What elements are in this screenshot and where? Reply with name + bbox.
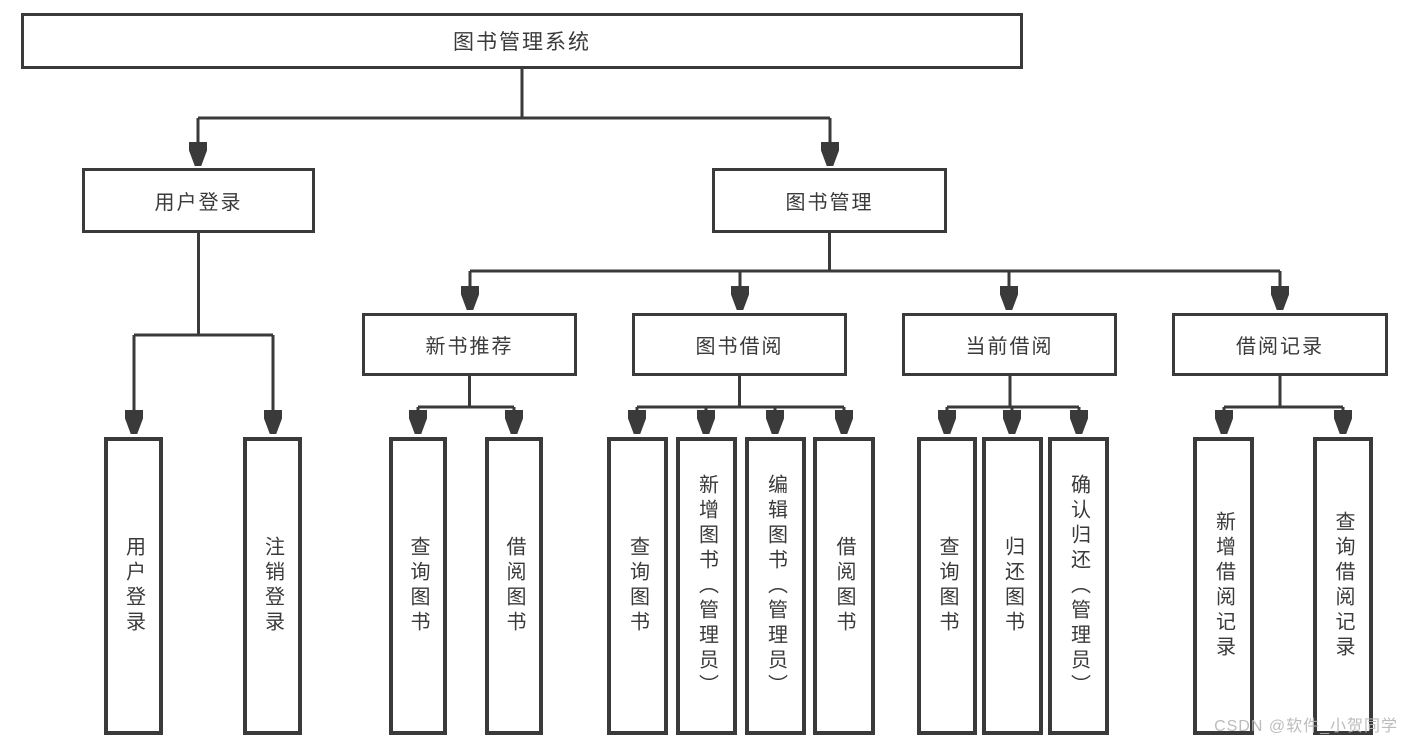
node-borrow-books-recommend: 借阅图书: [485, 437, 543, 735]
node-current-borrowing: 当前借阅: [902, 313, 1117, 376]
edge-root-children: [198, 69, 830, 166]
node-query-books-recommend: 查询图书: [389, 437, 447, 735]
node-label: 查询图书: [936, 536, 958, 636]
node-label: 新书推荐: [425, 336, 514, 358]
node-query-borrow-record: 查询借阅记录: [1313, 437, 1373, 735]
node-return-books: 归还图书: [982, 437, 1043, 735]
edge-book-management-children: [470, 233, 1280, 310]
node-confirm-return-admin: 确认归还（管理员）: [1048, 437, 1109, 735]
edge-borrowing-records-children: [1224, 376, 1343, 434]
edge-current-borrowing-children: [947, 376, 1079, 434]
node-label: 借阅图书: [833, 536, 855, 636]
node-label: 注销登录: [261, 536, 284, 636]
edge-new-book-recommend-children: [418, 376, 514, 434]
node-query-books-current: 查询图书: [917, 437, 977, 735]
node-add-borrow-record: 新增借阅记录: [1193, 437, 1254, 735]
node-label: 用户登录: [122, 536, 145, 636]
node-user-login-group: 用户登录: [82, 168, 315, 233]
node-label: 查询图书: [407, 536, 429, 636]
node-label: 查询借阅记录: [1332, 511, 1354, 661]
node-borrow-books: 借阅图书: [813, 437, 875, 735]
node-label: 新增借阅记录: [1212, 511, 1235, 661]
node-label: 图书借阅: [695, 336, 784, 358]
node-label: 借阅记录: [1236, 336, 1324, 358]
node-new-book-recommend: 新书推荐: [362, 313, 577, 376]
node-user-login: 用户登录: [104, 437, 163, 735]
edge-book-borrowing-children: [637, 376, 844, 434]
node-book-management: 图书管理: [712, 168, 947, 233]
node-book-borrowing: 图书借阅: [632, 313, 847, 376]
node-logout: 注销登录: [243, 437, 302, 735]
node-label: 归还图书: [1001, 536, 1024, 636]
node-borrowing-records: 借阅记录: [1172, 313, 1388, 376]
node-library-management-system: 图书管理系统: [21, 13, 1023, 69]
node-edit-book-admin: 编辑图书（管理员）: [745, 437, 806, 735]
node-label: 新增图书（管理员）: [695, 473, 718, 699]
node-label: 查询图书: [626, 536, 649, 636]
node-label: 图书管理: [785, 192, 874, 214]
node-label: 用户登录: [154, 192, 243, 214]
node-add-book-admin: 新增图书（管理员）: [676, 437, 737, 735]
node-label: 借阅图书: [503, 536, 525, 636]
node-label: 图书管理系统: [453, 31, 591, 54]
node-query-books-borrowing: 查询图书: [607, 437, 668, 735]
node-label: 确认归还（管理员）: [1067, 473, 1090, 699]
node-label: 当前借阅: [965, 336, 1054, 358]
edge-user-login-children: [134, 233, 273, 434]
node-label: 编辑图书（管理员）: [764, 473, 787, 699]
